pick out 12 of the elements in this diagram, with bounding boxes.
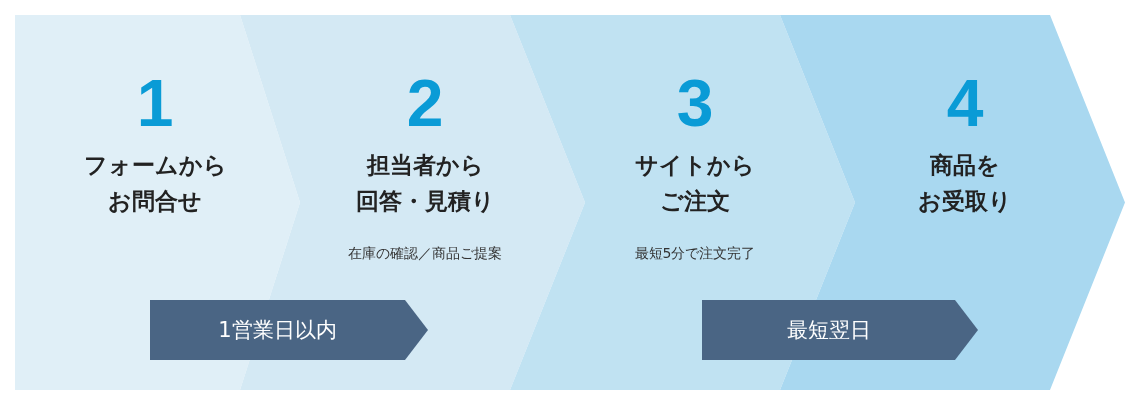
step-note: 最短5分で注文完了 [634, 245, 756, 263]
step-number: 1 [136, 70, 174, 136]
step-title: サイトからご注文 [635, 151, 755, 216]
step-title: 担当者から回答・見積り [355, 151, 495, 216]
step-note: 在庫の確認／商品ご提案 [348, 245, 502, 263]
step-title: フォームからお問合せ [83, 151, 227, 216]
step-number: 4 [946, 70, 984, 136]
banner-label: 最短翌日 [786, 317, 871, 344]
step-number: 2 [406, 70, 444, 136]
step-number: 3 [676, 70, 714, 136]
step-title: 商品をお受取り [918, 151, 1012, 216]
banner-label: 1営業日以内 [218, 317, 337, 344]
